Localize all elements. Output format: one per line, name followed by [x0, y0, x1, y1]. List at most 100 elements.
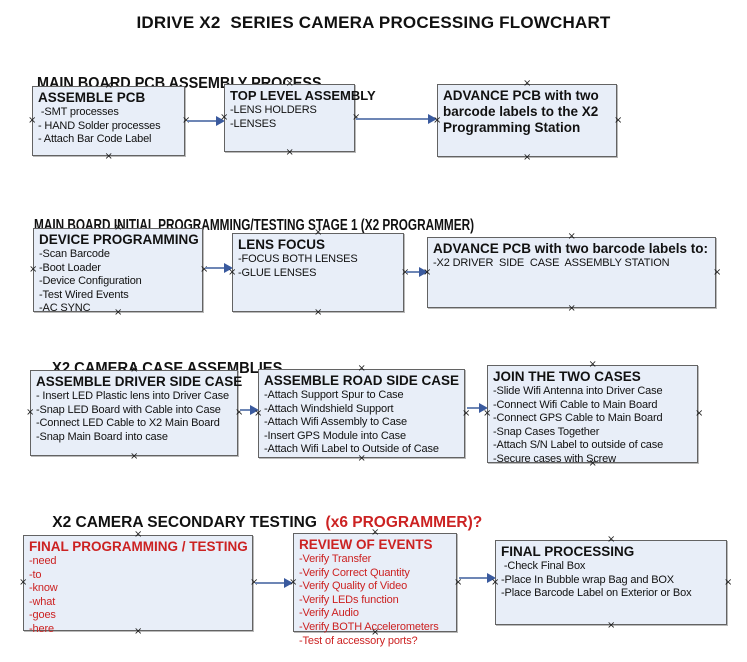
box-line: -Insert GPS Module into Case — [264, 429, 406, 442]
box-line: -Attach Support Spur to Case — [264, 389, 404, 401]
flow-arrow — [459, 573, 496, 583]
connection-handle-icon — [695, 409, 702, 418]
box-line: -Connect Wifi Cable to Main Board — [493, 398, 658, 411]
box-line: -Scan Barcode — [39, 248, 110, 260]
box-title: LENS FOCUS — [238, 237, 326, 252]
flow-box-final-programming-testing[interactable]: FINAL PROGRAMMING / TESTING -need -to -k… — [23, 535, 253, 635]
flow-arrow — [255, 578, 293, 588]
box-line: -Verify Transfer — [299, 553, 372, 565]
box-title: ASSEMBLE ROAD SIDE CASE — [264, 373, 460, 388]
box-title: FINAL PROCESSING — [501, 544, 635, 559]
box-line: -Check Final Box — [501, 560, 586, 572]
flow-arrow — [467, 403, 488, 413]
box-line: -Verify LEDs function — [299, 593, 399, 606]
connection-handle-icon — [26, 408, 33, 417]
box-line: -Attach S/N Label to outside of case — [493, 439, 664, 452]
box-title: ADVANCE PCB with two barcode labels to t… — [443, 88, 599, 135]
connection-handle-icon — [19, 578, 26, 587]
connection-handle-icon — [29, 265, 36, 274]
box-title: JOIN THE TWO CASES — [493, 369, 641, 384]
connection-handle-icon — [614, 116, 621, 125]
connection-handle-icon — [607, 535, 614, 544]
flow-box-review-of-events[interactable]: REVIEW OF EVENTS -Verify Transfer -Verif… — [293, 533, 457, 647]
box-line: -AC SYNC — [39, 302, 91, 315]
box-title: TOP LEVEL ASSEMBLY — [230, 88, 376, 103]
box-line: -LENSES — [230, 117, 277, 130]
connection-handle-icon — [462, 409, 469, 418]
box-line: -Place Barcode Label on Exterior or Box — [501, 587, 692, 600]
box-title: DEVICE PROGRAMMING — [39, 232, 199, 247]
connection-handle-icon — [713, 268, 720, 277]
box-line: -FOCUS BOTH LENSES — [238, 253, 358, 265]
section-heading-secondary-testing: X2 CAMERA SECONDARY TESTING (x6 PROGRAMM… — [35, 496, 482, 550]
box-line: -here — [29, 622, 54, 635]
flow-box-final-processing[interactable]: FINAL PROCESSING -Check Final Box -Place… — [495, 540, 727, 625]
connection-handle-icon — [607, 621, 614, 630]
connection-handle-icon — [28, 116, 35, 125]
box-line: -Verify Audio — [299, 607, 359, 620]
connection-handle-icon — [724, 578, 731, 587]
box-line: -Snap LED Board with Cable into Case — [36, 403, 221, 416]
connection-handle-icon — [523, 79, 530, 88]
box-line: -Attach Wifi Assembly to Case — [264, 416, 407, 429]
flow-box-lens-focus[interactable]: LENS FOCUS -FOCUS BOTH LENSES -GLUE LENS… — [232, 233, 404, 312]
box-title: ASSEMBLE PCB — [38, 90, 146, 105]
box-line: -what — [29, 595, 56, 608]
box-line: -LENS HOLDERS — [230, 104, 317, 116]
connection-handle-icon — [358, 364, 365, 373]
box-line: -know — [29, 582, 58, 595]
box-line: - Attach Bar Code Label — [38, 133, 152, 146]
flow-box-assemble-driver-side-case[interactable]: ASSEMBLE DRIVER SIDE CASE - Insert LED P… — [30, 370, 243, 456]
connection-handle-icon — [314, 308, 321, 317]
box-line: -Verify Quality of Video — [299, 580, 408, 593]
connection-handle-icon — [523, 153, 530, 162]
box-line: -Snap Main Board into case — [36, 430, 168, 443]
box-line: - Insert LED Plastic lens into Driver Ca… — [36, 390, 229, 402]
box-line: -Device Configuration — [39, 275, 142, 288]
page-title: IDRIVE X2 SERIES CAMERA PROCESSING FLOWC… — [136, 13, 611, 32]
box-title: REVIEW OF EVENTS — [299, 537, 433, 552]
box-line: -Verify BOTH Accelerometers — [299, 620, 439, 633]
connection-handle-icon — [286, 148, 293, 157]
flow-box-assemble-road-side-case[interactable]: ASSEMBLE ROAD SIDE CASE -Attach Support … — [258, 369, 465, 458]
box-line: -Slide Wifi Antenna into Driver Case — [493, 385, 663, 397]
flow-box-device-programming[interactable]: DEVICE PROGRAMMING -Scan Barcode -Boot L… — [33, 228, 203, 314]
flow-box-assemble-pcb[interactable]: ASSEMBLE PCB -SMT processes - HAND Solde… — [32, 86, 185, 156]
box-line: -Test Wired Events — [39, 288, 129, 301]
box-title: FINAL PROGRAMMING / TESTING — [29, 539, 248, 554]
flow-arrow — [205, 263, 233, 273]
flow-box-join-the-two-cases[interactable]: JOIN THE TWO CASES -Slide Wifi Antenna i… — [487, 365, 698, 465]
flow-arrow — [240, 405, 259, 415]
box-line: -Connect GPS Cable to Main Board — [493, 412, 663, 425]
flow-box-advance-pcb-programming-station[interactable]: ADVANCE PCB with two barcode labels to t… — [437, 84, 617, 157]
box-line: -Boot Loader — [39, 261, 101, 274]
flow-arrow — [406, 267, 428, 277]
box-line: -Connect LED Cable to X2 Main Board — [36, 417, 220, 430]
box-line: -GLUE LENSES — [238, 266, 317, 279]
box-line: -Attach Wifi Label to Outside of Case — [264, 443, 439, 456]
box-line: -Verify Correct Quantity — [299, 566, 410, 579]
flow-arrow — [356, 114, 437, 124]
box-line: -to — [29, 568, 42, 581]
connection-handle-icon — [105, 152, 112, 161]
box-line: -Secure cases with Screw — [493, 452, 616, 465]
box-line: -Attach Windshield Support — [264, 402, 394, 415]
box-line: -need — [29, 555, 57, 567]
connection-handle-icon — [589, 360, 596, 369]
flow-box-top-level-assembly[interactable]: TOP LEVEL ASSEMBLY -LENS HOLDERS -LENSES — [224, 84, 376, 152]
box-line: - HAND Solder processes — [38, 119, 161, 132]
section-heading-text: X2 CAMERA SECONDARY TESTING — [52, 514, 317, 531]
flow-box-advance-pcb-driver-side[interactable]: ADVANCE PCB with two barcode labels to: … — [427, 237, 716, 308]
box-line: -SMT processes — [38, 106, 119, 118]
box-line: -Snap Cases Together — [493, 425, 600, 438]
box-title: ASSEMBLE DRIVER SIDE CASE — [36, 374, 243, 389]
flow-arrow — [187, 116, 225, 126]
box-line: -X2 DRIVER SIDE CASE ASSEMBLY STATION — [433, 257, 670, 269]
section-heading-red-text: (x6 PROGRAMMER)? — [316, 514, 483, 531]
box-line: -Test of accessory ports? — [299, 634, 418, 647]
box-line: -Place In Bubble wrap Bag and BOX — [501, 573, 674, 586]
connection-handle-icon — [130, 452, 137, 461]
box-title: ADVANCE PCB with two barcode labels to: — [433, 241, 709, 256]
box-line: -goes — [29, 609, 56, 622]
